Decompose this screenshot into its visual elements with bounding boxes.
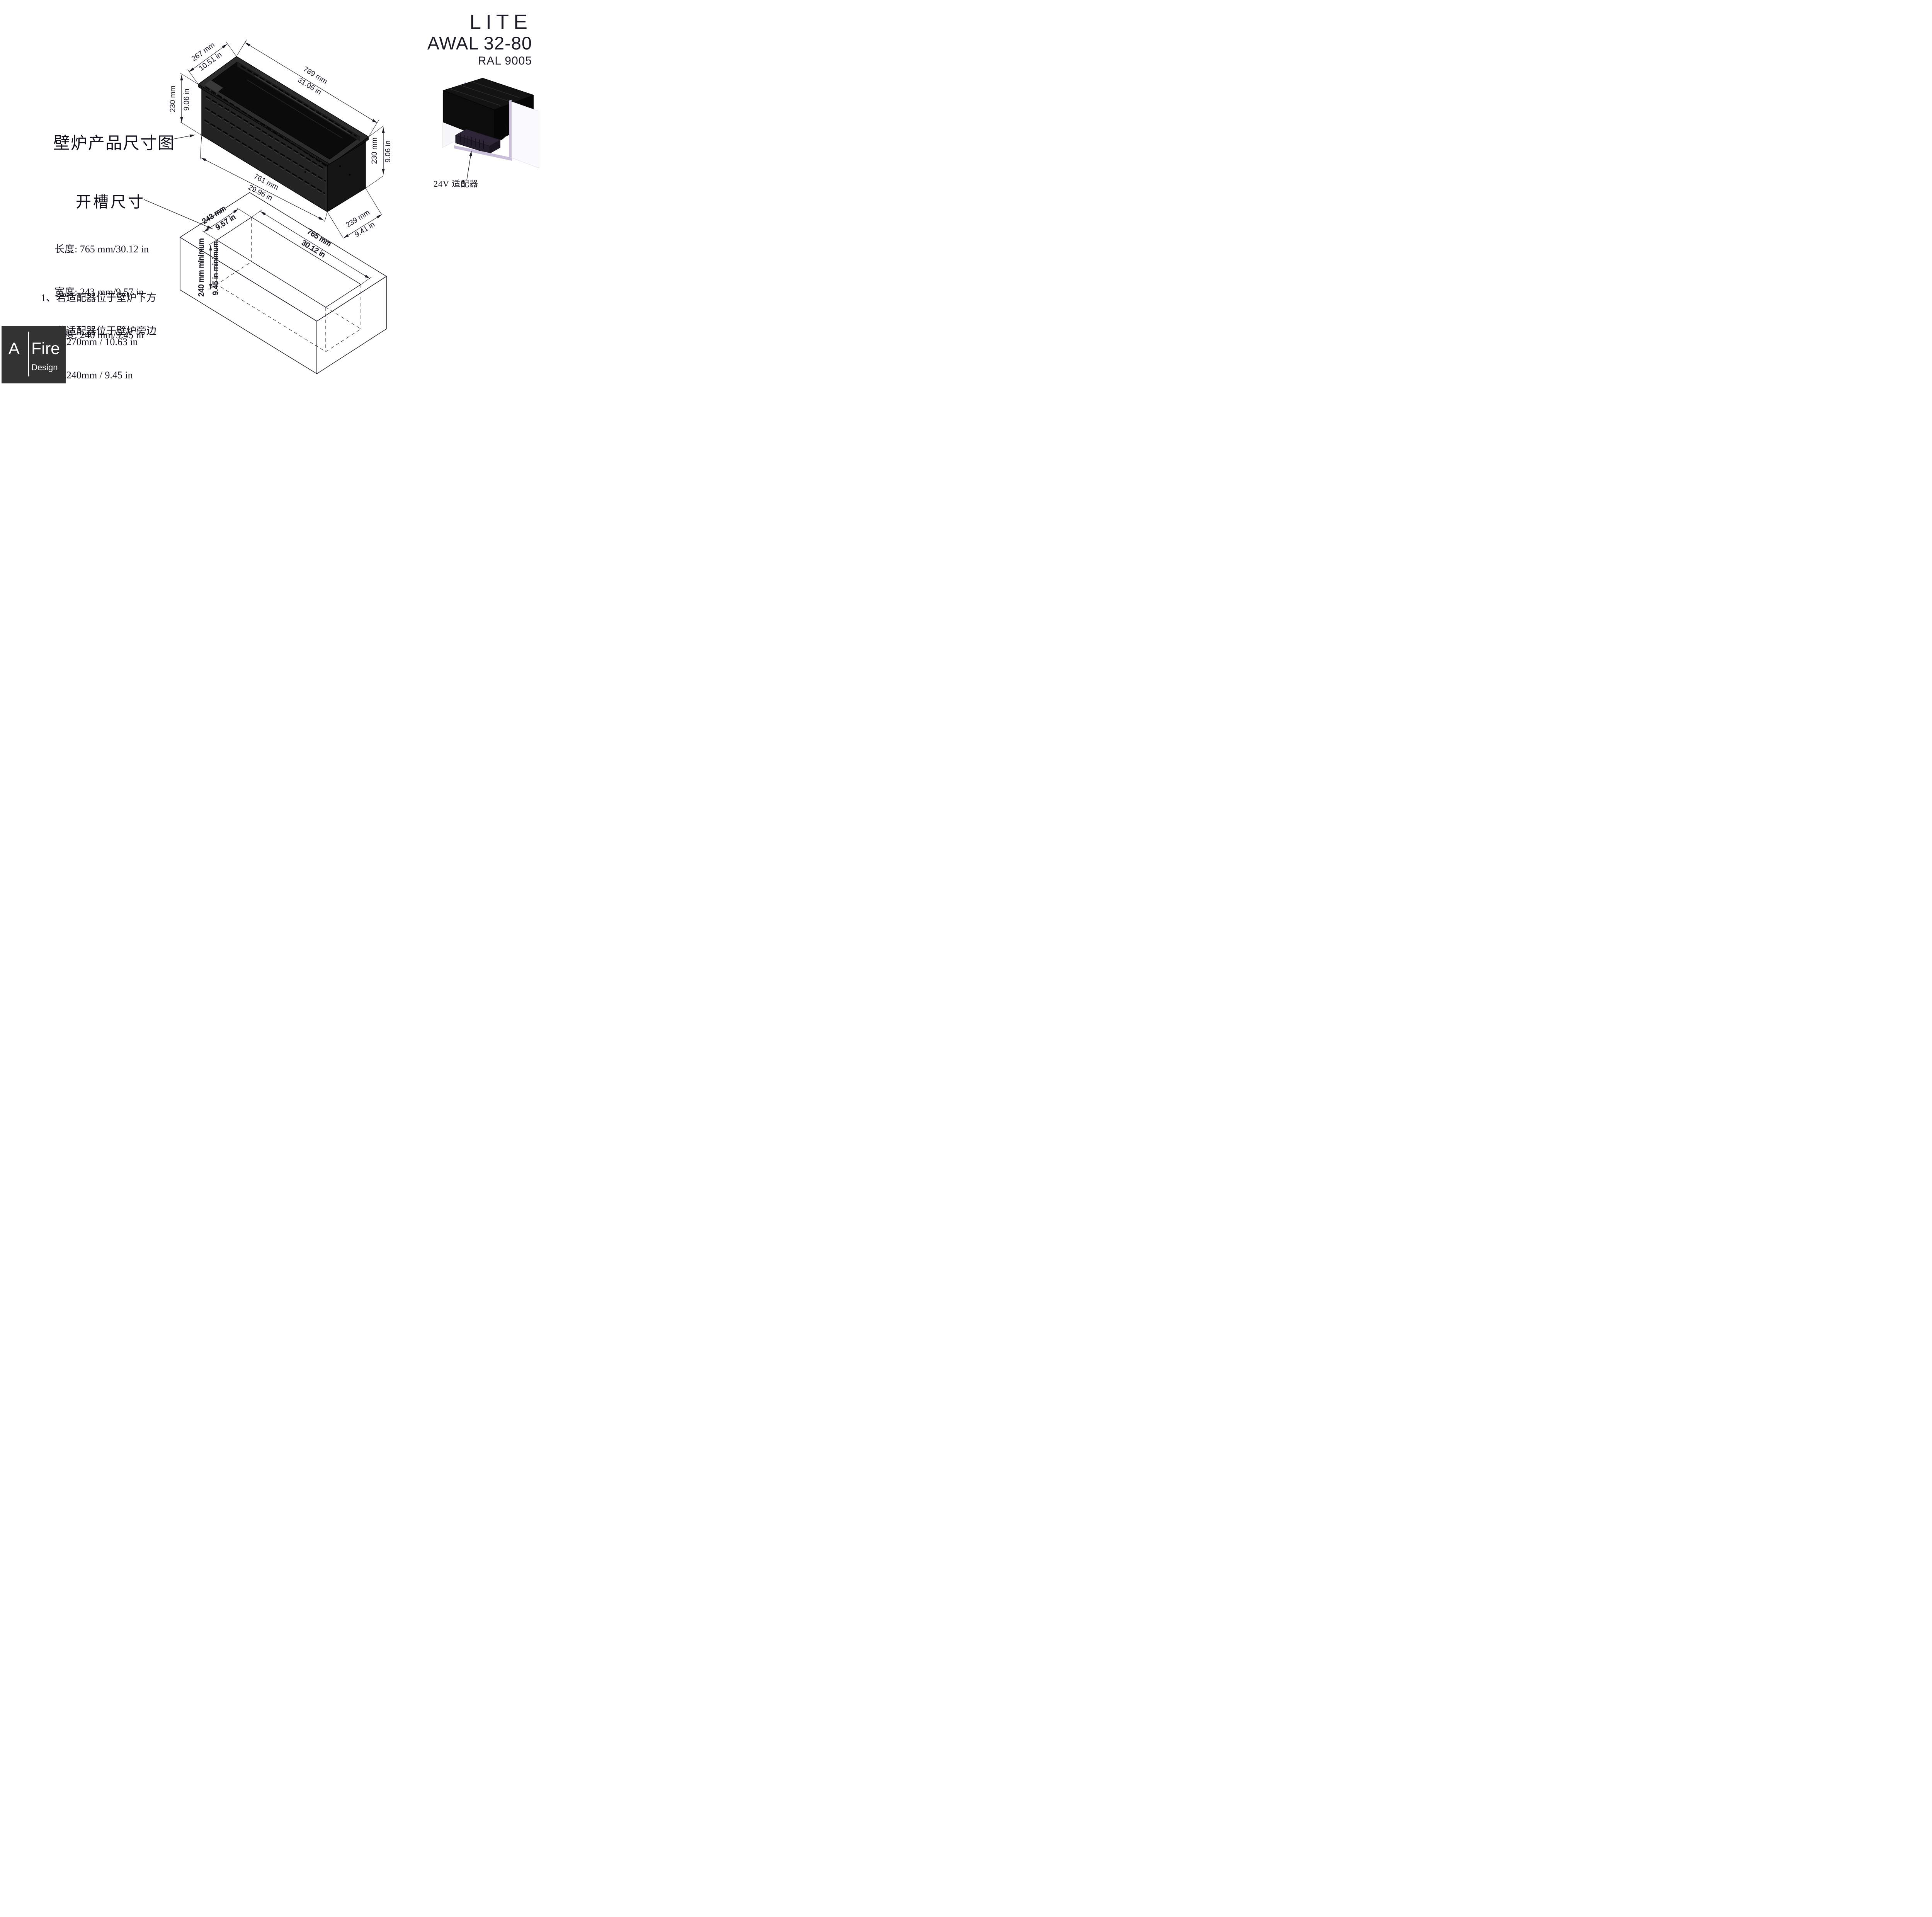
adapter-label: 24V 适配器 — [434, 179, 478, 189]
dim-left-height-in: 9.06 in — [183, 89, 191, 111]
cabinet-right-wall — [510, 101, 539, 169]
logo-letter-a: A — [9, 339, 20, 358]
cutout-spec-list: 长度: 765 mm/30.12 in 宽度: 243 mm/9.57 in 深… — [54, 213, 149, 371]
technical-line-art: 267 mm 10.51 in 789 mm 31.06 in 230 mm 9… — [143, 39, 539, 375]
adapter-cable — [500, 123, 508, 141]
adapter-leader-line — [466, 150, 472, 180]
slot-hidden-edges — [216, 217, 362, 352]
cutout-note-2-depth: 深度: 240mm / 9.45 in — [41, 369, 133, 381]
dim-right-height-mm: 230 mm — [371, 138, 379, 164]
cutout-block-right — [316, 276, 387, 375]
cutout-note-1-title: 1、若适配器位于壁炉下方 — [41, 292, 157, 303]
brand-logo: A Fire Design — [2, 326, 66, 383]
dim-cutout-depth-in: 9.45 in minimum — [212, 241, 220, 295]
title-block: LITE AWAL 32-80 RAL 9005 — [427, 12, 532, 68]
datasheet-page: 267 mm 10.51 in 789 mm 31.06 in 230 mm 9… — [0, 0, 542, 383]
dim-cutout-depth — [208, 240, 217, 290]
cutout-slot-rim — [216, 217, 362, 308]
fireplace-product-drawing: 267 mm 10.51 in 789 mm 31.06 in 230 mm 9… — [168, 39, 392, 239]
dim-top-width — [187, 41, 237, 85]
cabinet-floor-trim — [454, 145, 512, 161]
cutout-heading: 开槽尺寸 — [76, 193, 145, 211]
render-fireplace-streaks — [450, 81, 520, 106]
dim-right-height — [365, 126, 385, 189]
cabinet-right-trim — [509, 100, 512, 158]
dim-left-height-mm: 230 mm — [169, 86, 177, 112]
title-color-code: RAL 9005 — [478, 54, 532, 68]
logo-word-fire: Fire — [31, 339, 60, 358]
product-drawing-caption: 壁炉产品尺寸图 — [53, 134, 175, 153]
cutout-leader-line — [143, 199, 213, 229]
cutout-spec-length: 长度: 765 mm/30.12 in — [54, 243, 149, 255]
cutout-spec-width: 宽度: 243 mm/9.57 in — [54, 286, 144, 298]
adapter-install-render — [442, 78, 539, 169]
dim-cutout-length — [251, 209, 372, 285]
opening-left-pocket — [205, 80, 223, 93]
dim-cutout-depth-mm: 240 mm minimum — [197, 238, 206, 297]
adapter-ribs — [460, 134, 484, 149]
dim-left-height — [180, 73, 202, 136]
logo-divider-bar — [28, 332, 29, 376]
cutout-spec-depth: 深度: 240 mm/9.45 in — [54, 329, 144, 340]
dim-right-height-in: 9.06 in — [384, 140, 392, 162]
title-product-line: LITE — [469, 10, 532, 34]
logo-word-design: Design — [31, 363, 58, 372]
dim-top-length — [236, 39, 379, 137]
caption-leader-line — [168, 134, 196, 140]
adapter-right — [490, 140, 500, 154]
title-model: AWAL 32-80 — [427, 33, 532, 53]
